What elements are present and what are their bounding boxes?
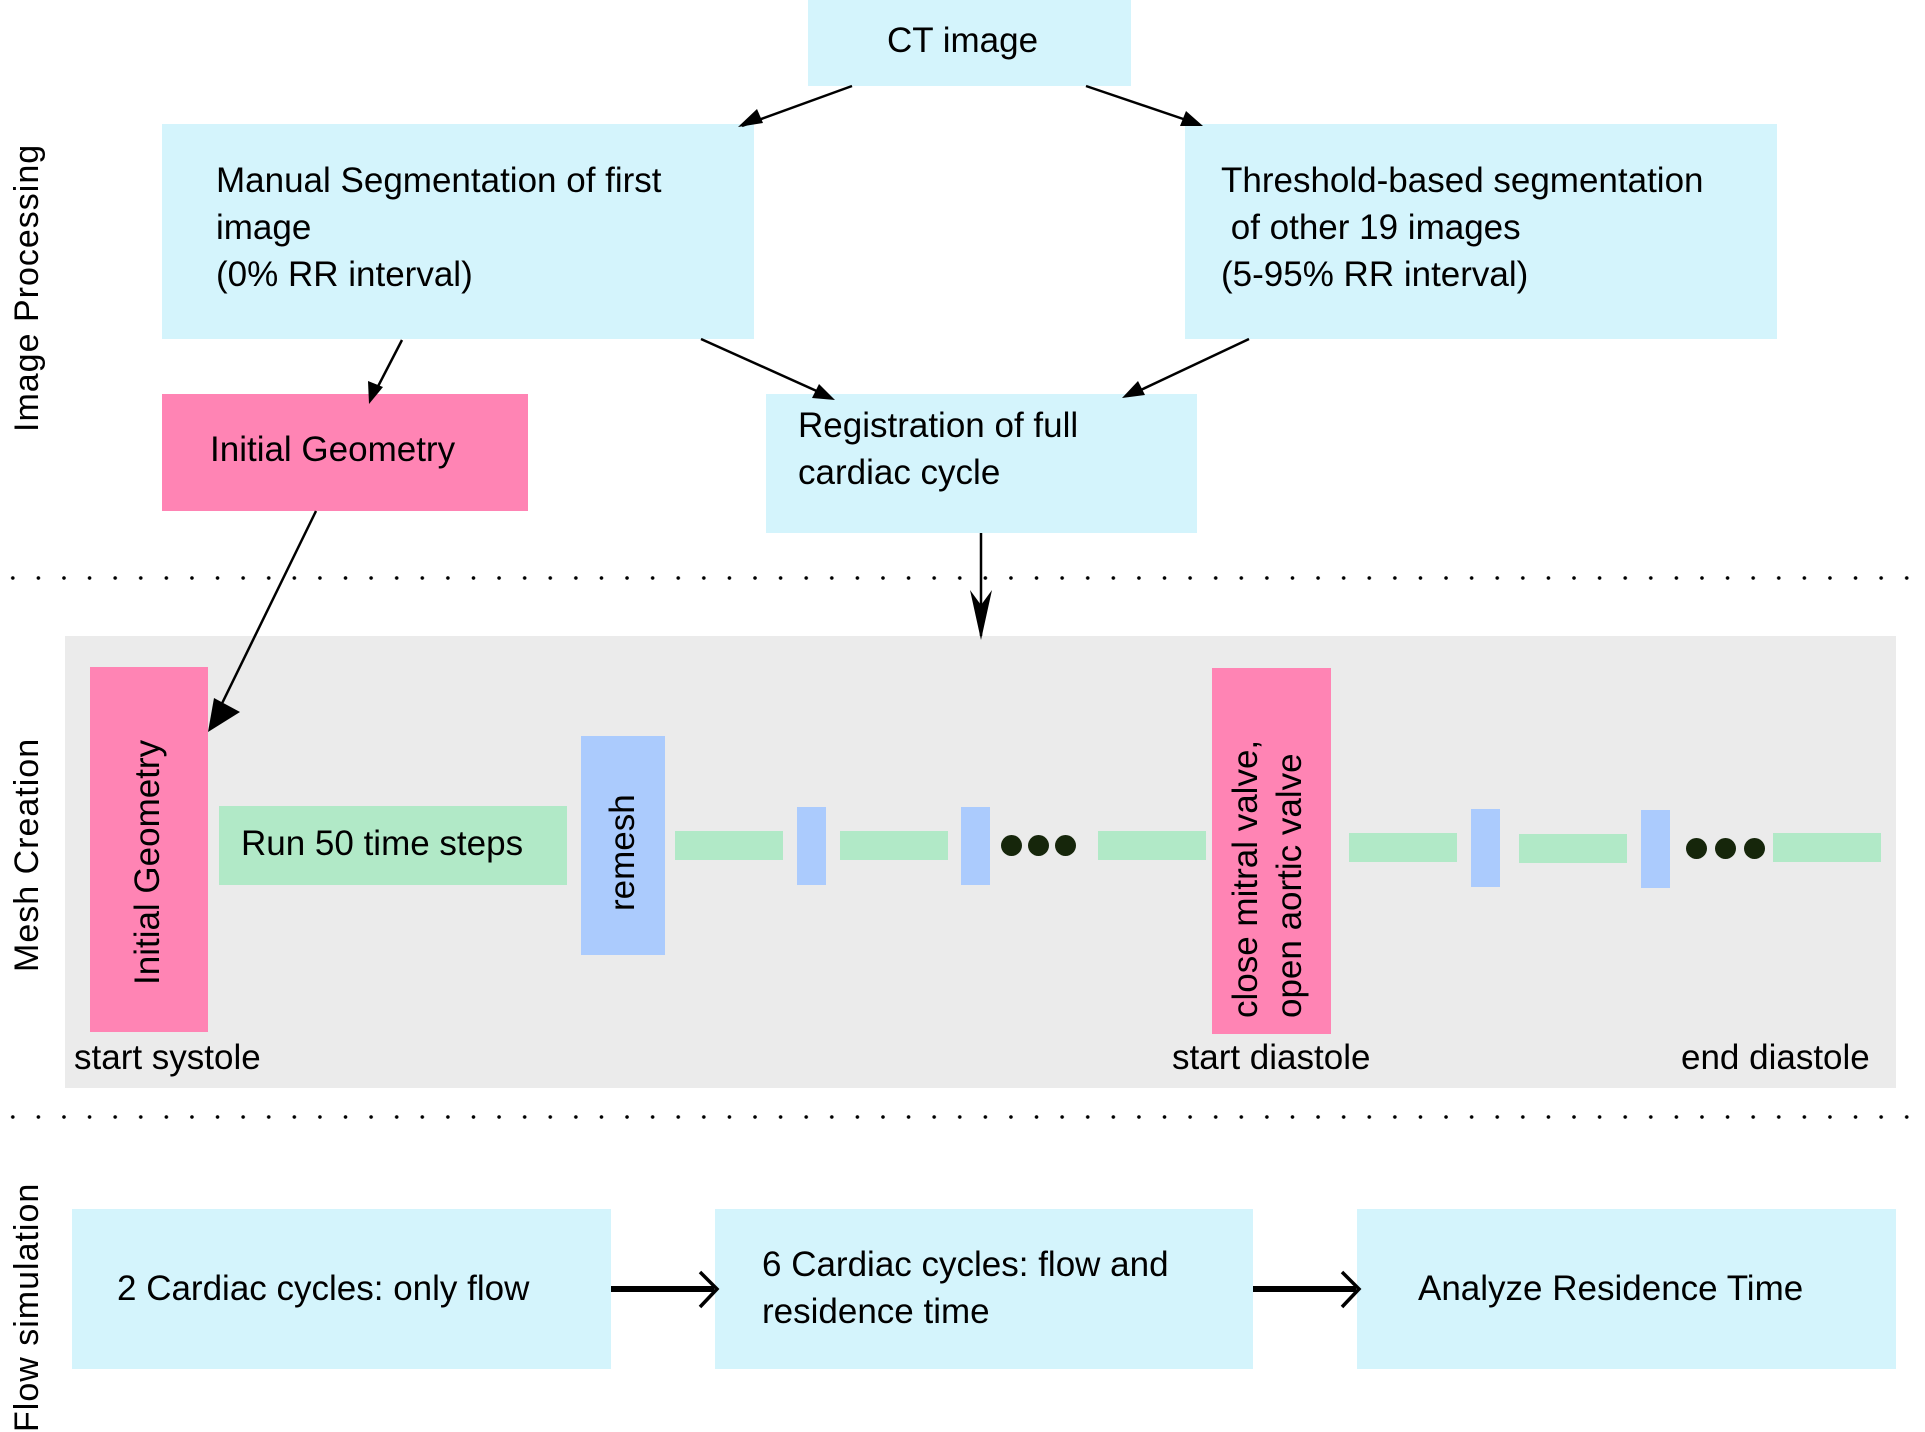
remesh-bar (797, 807, 826, 885)
flow-step-1-label: 2 Cardiac cycles: only flow (117, 1269, 530, 1308)
flow-step-3-label: Analyze Residence Time (1418, 1269, 1804, 1308)
initial-geometry-label: Initial Geometry (210, 430, 456, 469)
registration-box: Registration of full cardiac cycle (766, 394, 1197, 533)
valve-event-label: close mitral valve, open aortic valve (1226, 739, 1309, 1018)
arrow-manual-to-registration (700, 337, 835, 400)
run-steps-label: Run 50 time steps (241, 824, 524, 863)
remesh-bar (961, 807, 990, 885)
timestep-bar (1098, 831, 1206, 860)
remesh-label: remesh (603, 794, 642, 911)
start-systole-label: start systole (74, 1038, 261, 1077)
manual-segmentation-label: Manual Segmentation of first image (0% R… (216, 161, 662, 294)
threshold-segmentation-label: Threshold-based segmentation of other 19… (1221, 161, 1704, 294)
flow-step-2-label: 6 Cardiac cycles: flow and residence tim… (762, 1245, 1169, 1331)
arrow-flow-step-1-to-2 (611, 1270, 720, 1309)
initial-geometry-box: Initial Geometry (162, 394, 528, 511)
flow-step-2-box: 6 Cardiac cycles: flow and residence tim… (715, 1209, 1253, 1369)
arrow-flow-step-2-to-3 (1253, 1270, 1362, 1309)
remesh-box: remesh (581, 736, 665, 955)
separator-top (0, 576, 1925, 580)
arrow-registration-to-mesh (970, 533, 992, 640)
threshold-segmentation-box: Threshold-based segmentation of other 19… (1185, 124, 1777, 339)
remesh-bar (1641, 810, 1670, 888)
ct-image-box: CT image (808, 0, 1131, 86)
flow-step-1-box: 2 Cardiac cycles: only flow (72, 1209, 611, 1369)
arrow-ct-to-manual (738, 84, 853, 128)
start-diastole-label: start diastole (1172, 1038, 1371, 1077)
section-label-image-processing: Image Processing (8, 143, 46, 432)
timestep-bar (1773, 833, 1881, 862)
end-diastole-label: end diastole (1681, 1038, 1870, 1077)
timestep-bar (1519, 834, 1627, 863)
mesh-initial-geometry-box: Initial Geometry (90, 667, 208, 1032)
run-steps-box: Run 50 time steps (219, 806, 567, 885)
timestep-bar (1349, 833, 1457, 862)
flow-step-3-box: Analyze Residence Time (1357, 1209, 1896, 1369)
section-label-mesh-creation: Mesh Creation (8, 737, 46, 972)
arrow-threshold-to-registration (1122, 337, 1250, 398)
arrow-ct-to-threshold (1085, 84, 1203, 126)
timestep-bar (840, 831, 948, 860)
timestep-bar (675, 831, 783, 860)
section-label-flow-simulation: Flow simulation (8, 1182, 46, 1432)
valve-event-box: close mitral valve, open aortic valve (1212, 668, 1331, 1034)
mesh-initial-geometry-label: Initial Geometry (128, 739, 167, 985)
registration-label: Registration of full cardiac cycle (798, 406, 1079, 492)
remesh-bar (1471, 809, 1500, 887)
manual-segmentation-box: Manual Segmentation of first image (0% R… (162, 124, 754, 339)
separator-bottom (0, 1115, 1925, 1119)
ct-image-label: CT image (887, 21, 1039, 60)
